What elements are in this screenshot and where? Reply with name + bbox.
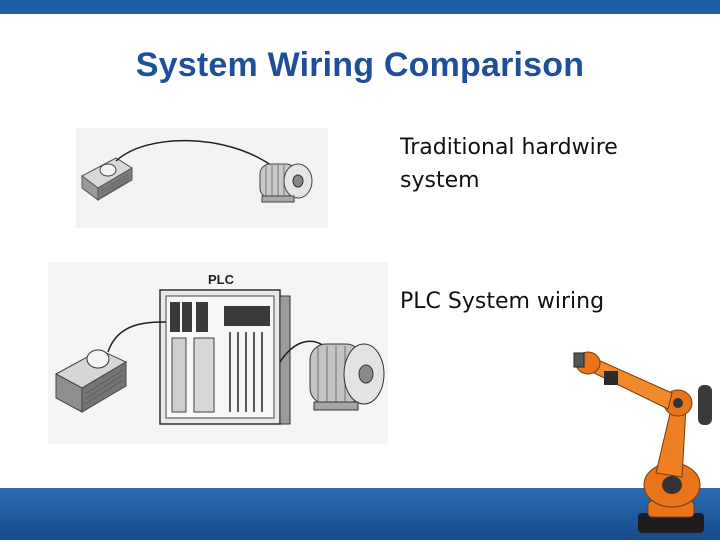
plc-rack-icon [159, 289, 291, 425]
hardwire-figure [76, 128, 328, 228]
motor-icon [309, 343, 385, 411]
plc-figure-label: PLC [208, 272, 235, 287]
robot-arm-icon [560, 345, 720, 540]
motor-icon [259, 163, 313, 203]
switch-box-icon [54, 349, 128, 413]
slide-title: System Wiring Comparison [135, 46, 585, 84]
bottom-accent-bar [0, 488, 720, 540]
switch-box-icon [81, 157, 133, 201]
plc-system-wiring-label: PLC System wiring [400, 289, 605, 314]
traditional-hardwire-label: Traditional hardwire system [400, 135, 618, 193]
plc-wiring-figure: PLC [48, 262, 388, 444]
top-accent-bar [0, 0, 720, 14]
